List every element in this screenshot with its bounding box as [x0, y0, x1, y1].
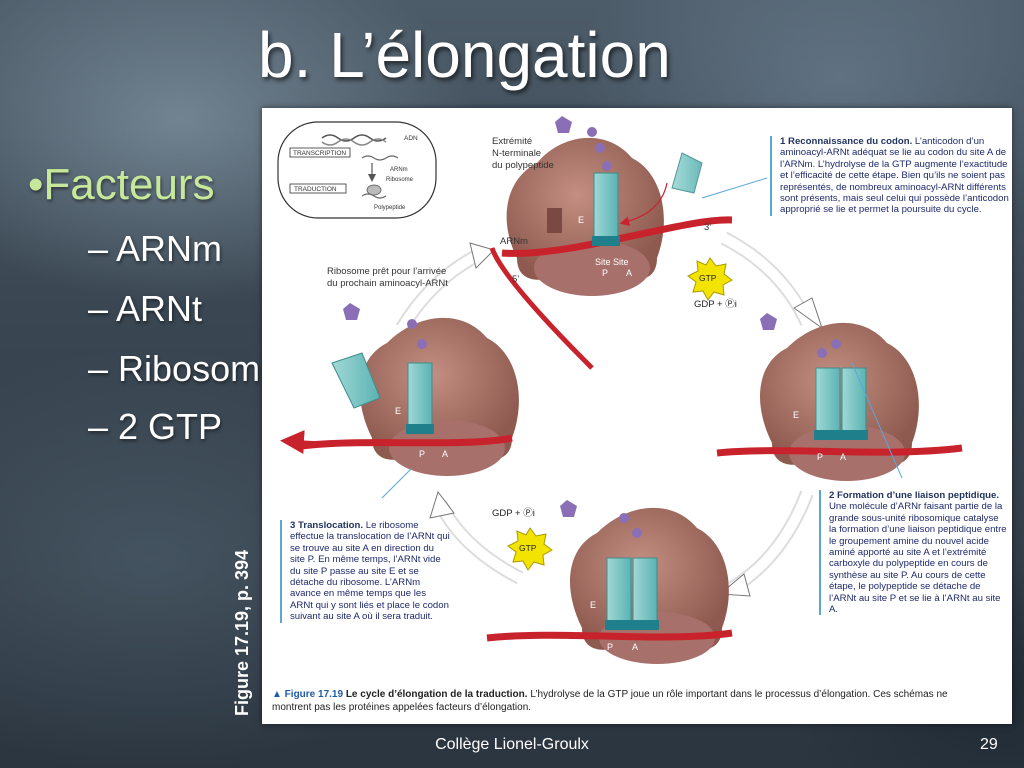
- caption-label: ▲ Figure 17.19: [272, 689, 344, 700]
- ribosome-ready-label-2: du prochain aminoacyl-ARNt: [327, 278, 448, 289]
- inset-adn-label: ADN: [404, 135, 418, 142]
- gtp-bottom-label: GTP: [519, 543, 537, 553]
- page-number: 29: [980, 736, 998, 753]
- sub-item-gtp: – 2 GTP: [88, 406, 223, 447]
- slide-title: b. L’élongation: [258, 19, 671, 91]
- ribosome-bottom: E P A: [486, 500, 733, 664]
- ribosome-ready-label-1: Ribosome prêt pour l’arrivée: [327, 266, 446, 277]
- sub-item-ribosome: – Ribosom: [88, 348, 261, 389]
- left-p-label: P: [419, 449, 425, 459]
- overview-inset: TRANSCRIPTION ADN ARNm TRADUCTION Riboso…: [277, 121, 437, 219]
- top-site-label: Site Site: [595, 257, 629, 267]
- gtp-badge-right: GTP GDP + Ⓟi: [687, 257, 737, 310]
- ribosome-right: E P A: [716, 313, 963, 481]
- bottom-p-label: P: [607, 642, 613, 652]
- step2-number: 2: [829, 490, 835, 501]
- step1-text: 1 Reconnaissance du codon. L’anticodon d…: [770, 136, 1010, 216]
- caption-text: L’hydrolyse de la GTP joue un rôle impor…: [272, 689, 948, 713]
- inset-traduction-label: TRADUCTION: [294, 186, 337, 193]
- sub-item-arnm: – ARNm: [88, 228, 223, 269]
- top-p-label: P: [602, 268, 608, 278]
- step1-number: 1: [780, 136, 786, 147]
- step3-pointer: [381, 467, 413, 499]
- step3-body: Le ribosome effectue la translocation de…: [290, 520, 450, 623]
- bottom-e-label: E: [590, 600, 596, 610]
- footer-text: Collège Lionel-Groulx: [435, 736, 589, 753]
- left-e-label: E: [395, 406, 401, 416]
- n-terminal-label-2: N-terminale: [492, 148, 541, 159]
- inset-transcription-label: TRANSCRIPTION: [293, 150, 346, 157]
- left-a-label: A: [442, 449, 448, 459]
- inset-polypeptide-label: Polypeptide: [374, 205, 406, 211]
- arnm-label: ARNm: [500, 236, 528, 247]
- step1-heading: Reconnaissance du codon.: [788, 136, 913, 147]
- step2-heading: Formation d’une liaison peptidique.: [837, 490, 1000, 501]
- bottom-a-label: A: [632, 642, 638, 652]
- gtp-badge-bottom: GDP + Ⓟi GTP: [492, 508, 553, 571]
- bullet-main: •Facteurs: [28, 160, 215, 209]
- top-a-label: A: [626, 268, 632, 278]
- gtp-right-label: GTP: [699, 273, 717, 283]
- inset-ribosome-label: Ribosome: [386, 177, 414, 183]
- step1-pointer: [701, 177, 768, 199]
- step1-body: L’anticodon d’un aminoacyl-ARNt adéquat …: [780, 136, 1009, 216]
- bullet-main-text: Facteurs: [43, 160, 215, 209]
- right-p-label: P: [817, 452, 823, 462]
- ribosome-left: E P A: [280, 303, 519, 476]
- caption-title: Le cycle d’élongation de la traduction.: [345, 689, 528, 700]
- five-prime-label: 5’: [512, 274, 519, 285]
- gdp-bottom-label: GDP + Ⓟi: [492, 508, 535, 519]
- three-prime-label: 3’: [704, 222, 711, 233]
- right-e-label: E: [793, 410, 799, 420]
- step3-number: 3: [290, 520, 296, 531]
- n-terminal-label-3: du polypeptide: [492, 160, 554, 171]
- right-a-label: A: [840, 452, 846, 462]
- inset-arnm-label: ARNm: [390, 167, 408, 173]
- figure-panel: TRANSCRIPTION ADN ARNm TRADUCTION Riboso…: [262, 108, 1012, 724]
- elongation-diagram: TRANSCRIPTION ADN ARNm TRADUCTION Riboso…: [277, 116, 963, 664]
- ribosome-top: E Site Site P A: [489, 116, 733, 370]
- step3-heading: Translocation.: [298, 520, 364, 531]
- top-e-label: E: [578, 215, 584, 225]
- gdp-right-label: GDP + Ⓟi: [694, 299, 737, 310]
- cycle-arrows: [395, 231, 823, 597]
- figure-caption: ▲ Figure 17.19 Le cycle d’élongation de …: [272, 688, 972, 714]
- sub-item-arnt: – ARNt: [88, 288, 203, 329]
- step2-text: 2 Formation d’une liaison peptidique. Un…: [819, 490, 1007, 616]
- n-terminal-label-1: Extrémité: [492, 136, 532, 147]
- step3-text: 3 Translocation. Le ribosome effectue la…: [280, 520, 450, 623]
- figure-reference: Figure 17.19, p. 394: [232, 549, 252, 716]
- step2-body: Une molécule d’ARNr faisant partie de la…: [829, 501, 1007, 616]
